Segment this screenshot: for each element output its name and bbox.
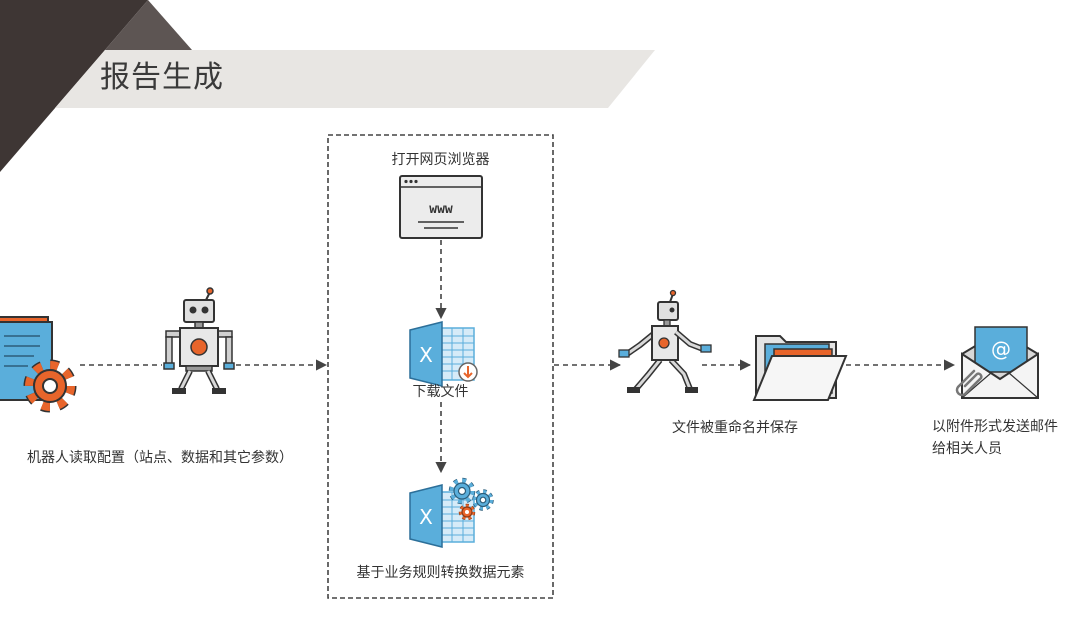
email-step-label-line-1: 以附件形式发送邮件 — [932, 419, 1058, 435]
flow-connectors — [80, 240, 956, 474]
document-gear-icon — [0, 316, 77, 413]
excel-letter: X — [419, 505, 433, 529]
gear-icon — [23, 359, 77, 413]
excel-download-icon: X — [409, 321, 478, 387]
download-step-label: 下载文件 — [412, 384, 469, 400]
corner-triangle-shade — [105, 0, 192, 50]
page-title: 报告生成 — [100, 60, 224, 95]
browser-step-label: 打开网页浏览器 — [391, 152, 490, 168]
browser-process-box — [327, 134, 554, 599]
paper-clip-icon — [955, 369, 983, 397]
title-banner — [55, 50, 655, 108]
walking-robot-icon — [618, 289, 712, 393]
email-step-label: 以附件形式发送邮件 给相关人员 — [932, 416, 1058, 460]
email-attachment-icon: @ — [955, 326, 1039, 399]
browser-www-text: www — [429, 202, 453, 217]
save-step-label: 文件被重命名并保存 — [672, 420, 798, 436]
folder-icon — [752, 335, 848, 401]
read-config-step-label: 机器人读取配置（站点、数据和其它参数） — [27, 450, 293, 466]
browser-window-icon: www — [399, 175, 483, 239]
excel-letter: X — [419, 343, 433, 367]
gear-icon — [472, 489, 494, 511]
gear-icon — [458, 503, 476, 521]
email-step-label-line-2: 给相关人员 — [932, 441, 1002, 457]
gear-icon — [448, 477, 476, 505]
email-at-symbol: @ — [991, 337, 1011, 361]
transform-step-label: 基于业务规则转换数据元素 — [356, 565, 525, 581]
excel-gears-icon: X — [409, 477, 494, 548]
robot-icon — [163, 287, 235, 394]
download-badge-icon — [458, 362, 478, 382]
